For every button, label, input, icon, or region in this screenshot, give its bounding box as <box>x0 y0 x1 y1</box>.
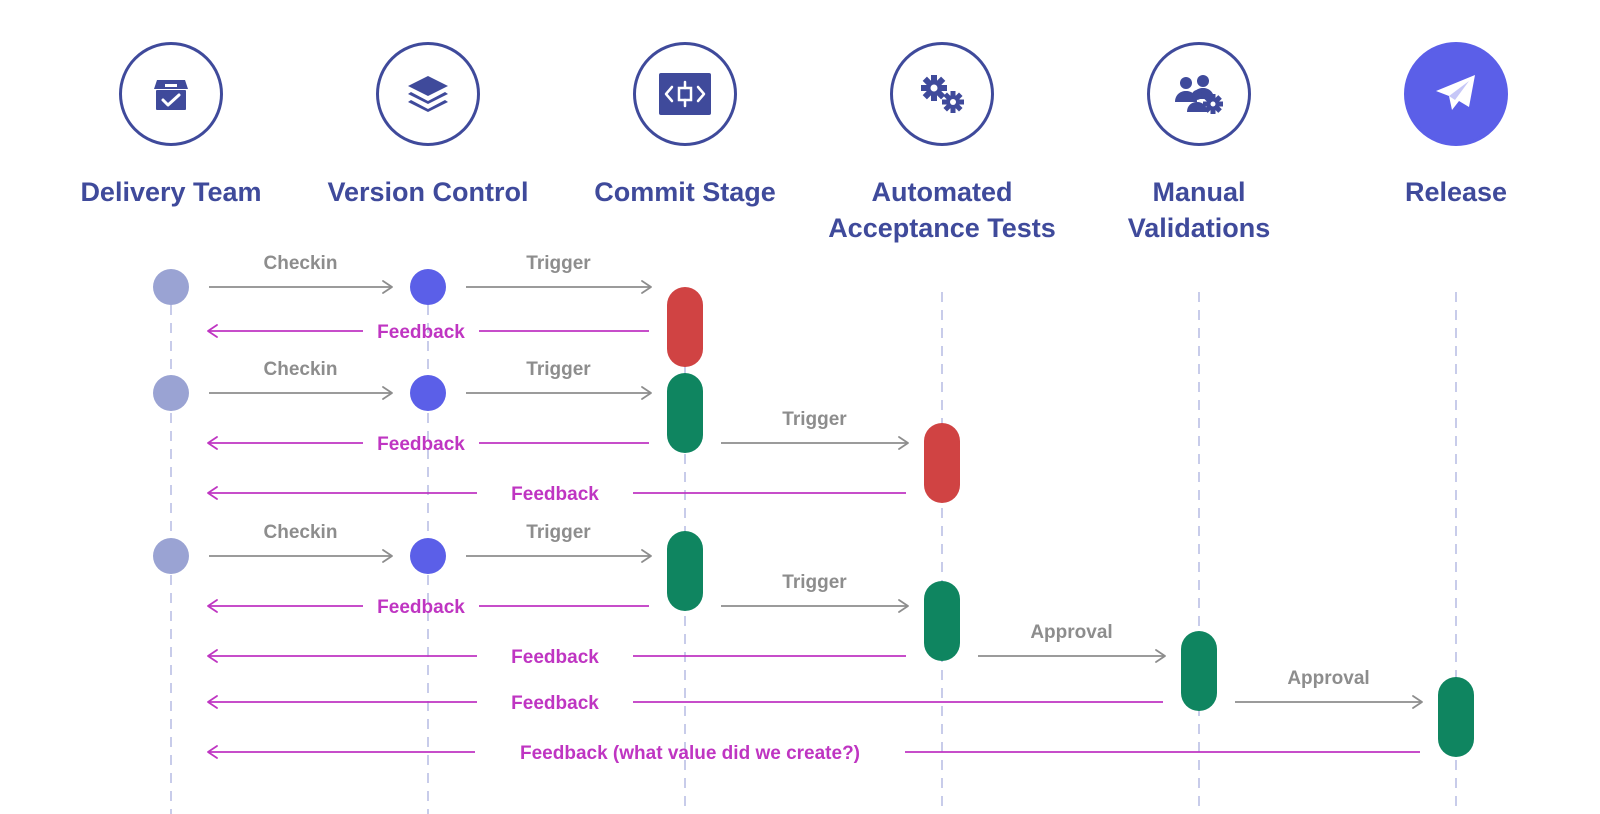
stage-result-pass <box>667 531 703 611</box>
feedback-arrow-head <box>207 599 218 613</box>
feedback-arrow-head <box>207 436 218 450</box>
stage-result-fail <box>667 287 703 367</box>
forward-arrow-head <box>382 386 393 400</box>
paper-plane-icon <box>1433 71 1479 117</box>
forward-arrow-head <box>898 599 909 613</box>
commit-stage-badge <box>633 42 737 146</box>
forward-label: Approval <box>1287 668 1369 689</box>
forward-arrow-head <box>1412 695 1423 709</box>
stage-result-pass <box>667 373 703 453</box>
checkin-dot <box>153 538 189 574</box>
delivery-team-title: Delivery Team <box>21 174 321 210</box>
forward-label: Approval <box>1030 622 1112 643</box>
release-title-line: Release <box>1404 177 1508 207</box>
feedback-arrow-head <box>207 486 218 500</box>
manual-validations-title-line: Manual <box>1152 177 1246 207</box>
feedback-label: Feedback <box>511 484 599 505</box>
forward-label: Checkin <box>264 522 338 543</box>
feedback-arrow-head <box>207 745 218 759</box>
feedback-label: Feedback (what value did we create?) <box>520 743 860 764</box>
checkin-dot <box>153 269 189 305</box>
forward-label: Trigger <box>782 572 847 593</box>
feedback-arrow-head <box>207 649 218 663</box>
delivery-team-badge <box>119 42 223 146</box>
forward-label: Trigger <box>526 522 591 543</box>
forward-label: Trigger <box>526 359 591 380</box>
feedback-label: Feedback <box>377 322 465 343</box>
feedback-label: Feedback <box>377 434 465 455</box>
release-badge <box>1404 42 1508 146</box>
commit-dot <box>410 269 446 305</box>
forward-arrow-head <box>898 436 909 450</box>
automated-acceptance-tests-title-line: Acceptance Tests <box>828 213 1056 243</box>
version-control-badge <box>376 42 480 146</box>
feedback-label: Feedback <box>511 647 599 668</box>
code-block-icon <box>658 72 712 116</box>
feedback-label: Feedback <box>511 693 599 714</box>
feedback-arrow-head <box>207 695 218 709</box>
version-control-title: Version Control <box>278 174 578 210</box>
commit-stage-title-line: Commit Stage <box>594 177 776 207</box>
layers-icon <box>405 73 451 115</box>
delivery-team-title-line: Delivery Team <box>80 177 262 207</box>
manual-validations-title-line: Validations <box>1127 213 1271 243</box>
forward-label: Checkin <box>264 359 338 380</box>
forward-arrow-head <box>382 280 393 294</box>
forward-arrow-head <box>641 549 652 563</box>
forward-arrow-head <box>641 386 652 400</box>
box-check-icon <box>151 74 191 114</box>
gears-icon <box>916 72 968 116</box>
version-control-title-line: Version Control <box>327 177 529 207</box>
checkin-dot <box>153 375 189 411</box>
manual-validations-badge <box>1147 42 1251 146</box>
release-title: Release <box>1306 174 1600 210</box>
forward-label: Trigger <box>526 253 591 274</box>
stage-result-fail <box>924 423 960 503</box>
stage-result-pass <box>924 581 960 661</box>
forward-arrow-head <box>641 280 652 294</box>
forward-arrow-head <box>382 549 393 563</box>
forward-label: Checkin <box>264 253 338 274</box>
forward-arrow-head <box>1155 649 1166 663</box>
commit-stage-title: Commit Stage <box>535 174 835 210</box>
commit-dot <box>410 375 446 411</box>
stage-result-pass <box>1438 677 1474 757</box>
automated-acceptance-tests-title-line: Automated <box>871 177 1013 207</box>
forward-label: Trigger <box>782 409 847 430</box>
users-gear-icon <box>1173 72 1225 116</box>
stage-result-pass <box>1181 631 1217 711</box>
automated-acceptance-tests-badge <box>890 42 994 146</box>
feedback-label: Feedback <box>377 597 465 618</box>
feedback-arrow-head <box>207 324 218 338</box>
commit-dot <box>410 538 446 574</box>
